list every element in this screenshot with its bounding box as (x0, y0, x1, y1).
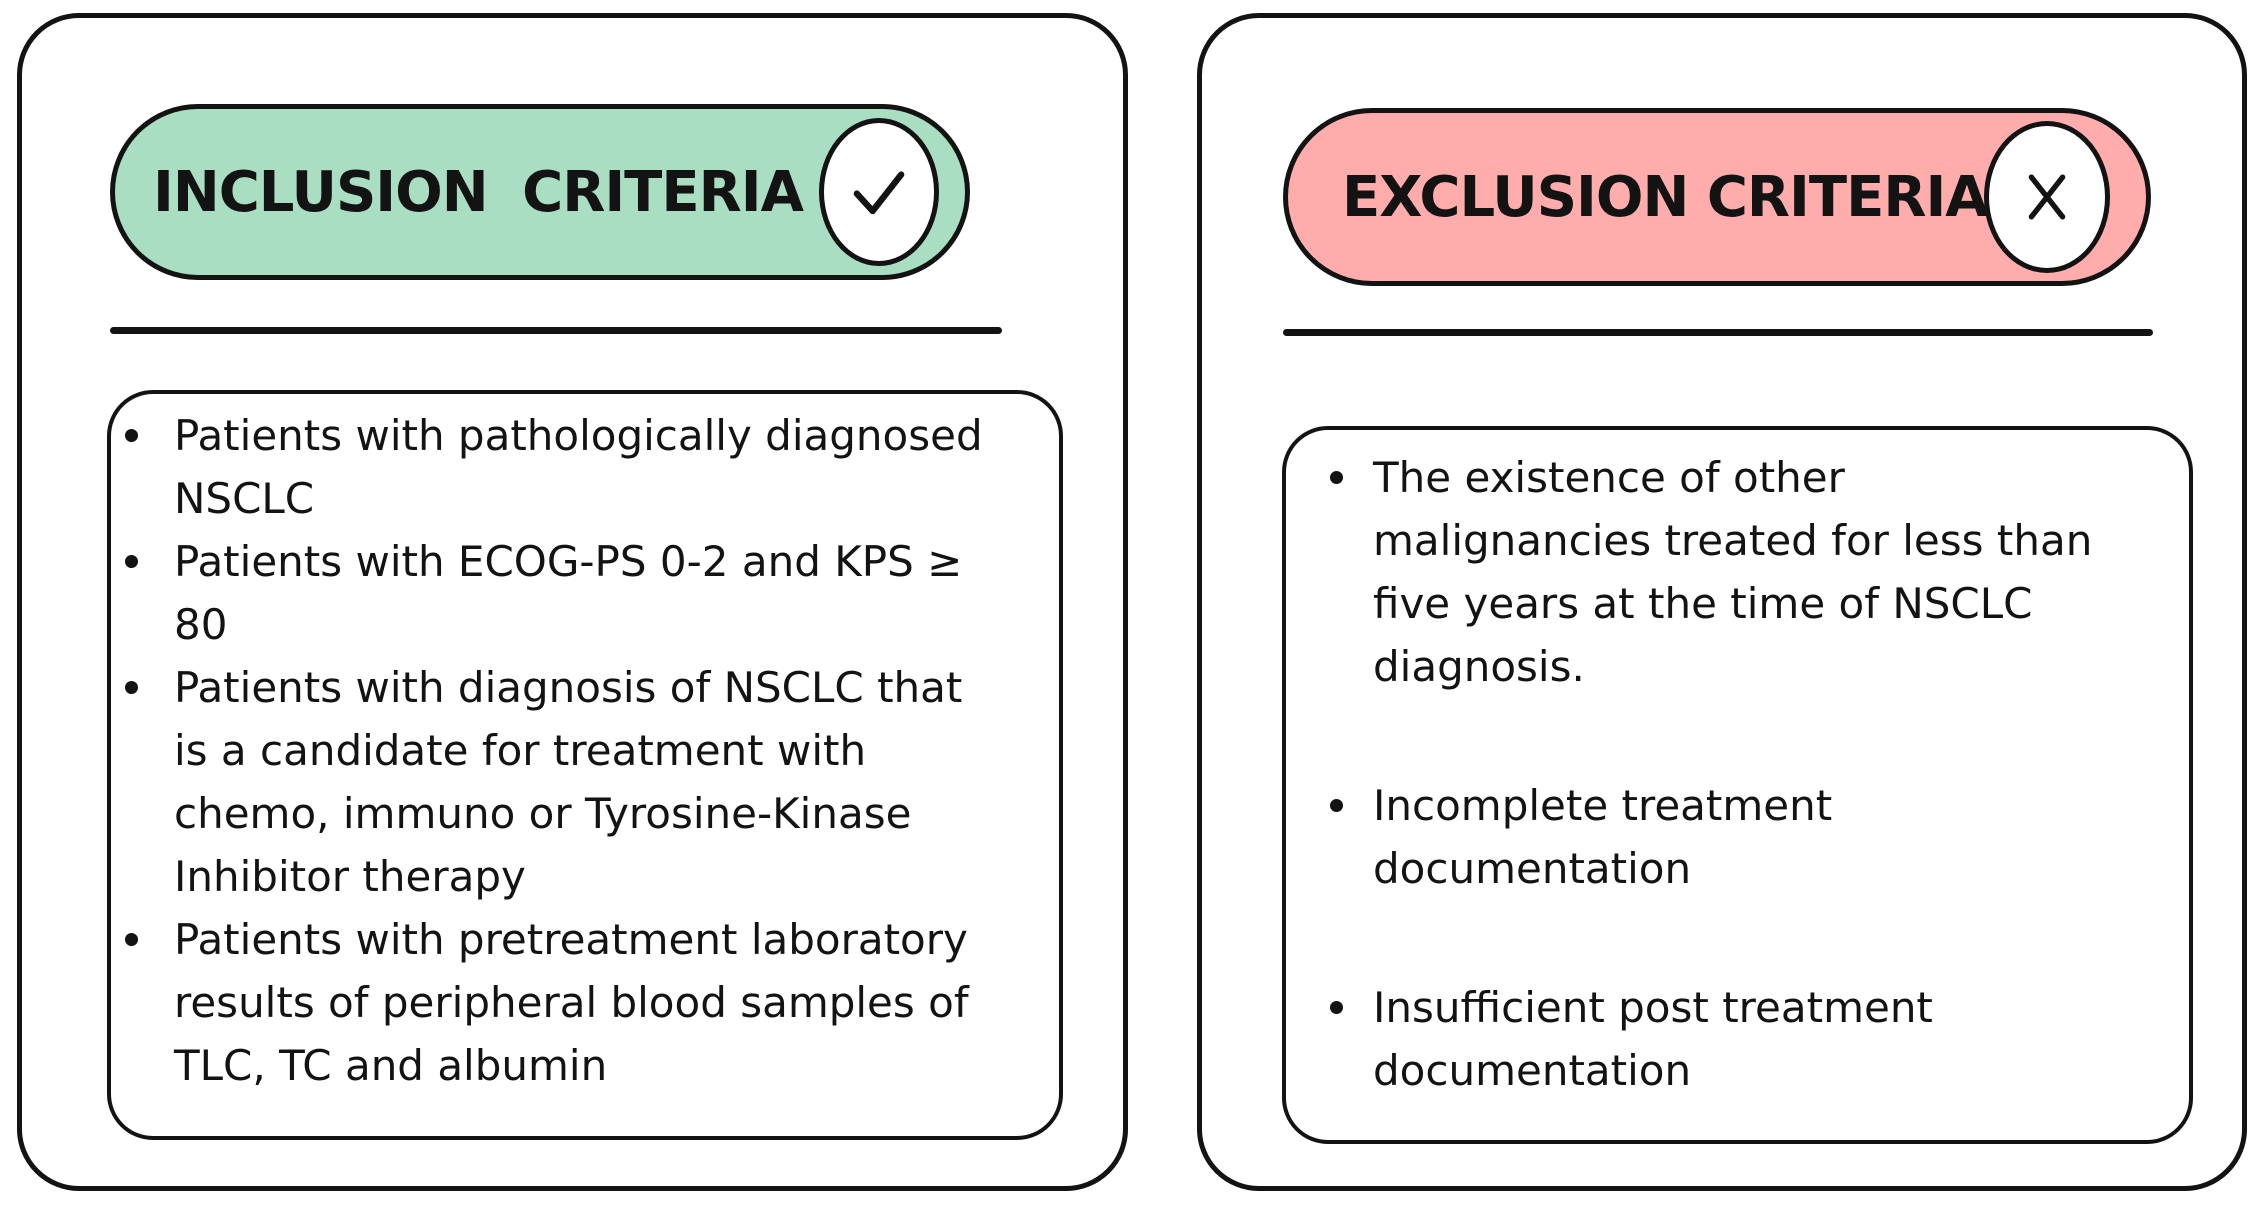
inclusion-criteria-panel: INCLUSION CRITERIA Patients with patholo… (17, 13, 1128, 1191)
exclusion-criteria-list-box: The existence of other malignancies trea… (1282, 426, 2193, 1144)
inclusion-criteria-list: Patients with pathologically diagnosed N… (111, 394, 1059, 1097)
exclusion-panel-title: EXCLUSION CRITERIA (1342, 164, 1989, 230)
inclusion-panel-title: INCLUSION CRITERIA (153, 159, 804, 225)
exclusion-criteria-header: EXCLUSION CRITERIA (1283, 108, 2151, 286)
exclusion-divider (1283, 329, 2153, 336)
list-item: Incomplete treatment documentation (1330, 774, 2113, 900)
list-item: Patients with pathologically diagnosed N… (125, 404, 994, 530)
exclusion-criteria-list: The existence of other malignancies trea… (1286, 430, 2189, 1102)
check-icon (819, 118, 939, 266)
list-item: Insufficient post treatment documentatio… (1330, 976, 2113, 1102)
list-item: Patients with ECOG-PS 0-2 and KPS ≥ 80 (125, 530, 994, 656)
list-item: Patients with pretreatment laboratory re… (125, 908, 994, 1097)
list-item: Patients with diagnosis of NSCLC that is… (125, 656, 994, 908)
inclusion-criteria-list-box: Patients with pathologically diagnosed N… (107, 390, 1063, 1140)
inclusion-criteria-header: INCLUSION CRITERIA (110, 104, 970, 280)
inclusion-divider (110, 327, 1002, 334)
x-icon (1984, 121, 2110, 273)
list-item: The existence of other malignancies trea… (1330, 446, 2113, 698)
exclusion-criteria-panel: EXCLUSION CRITERIA The existence of othe… (1197, 13, 2247, 1191)
